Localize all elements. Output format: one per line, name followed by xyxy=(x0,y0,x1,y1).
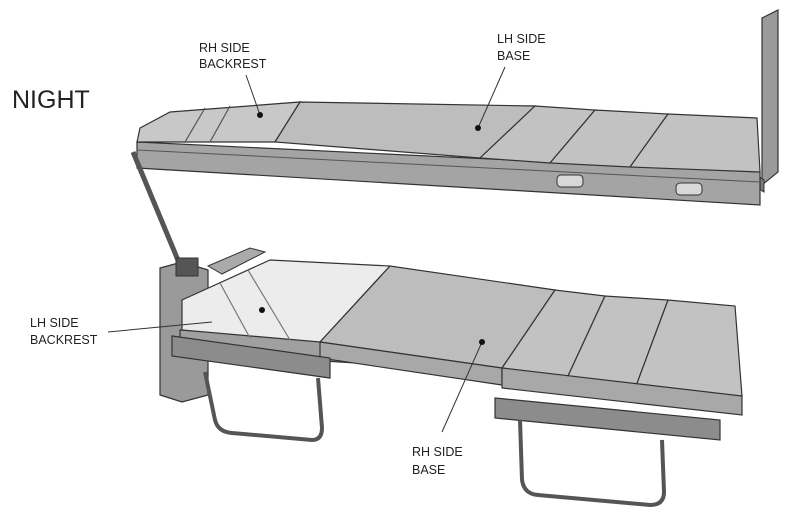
label-lh-side-base: LH SIDE BASE xyxy=(497,32,549,63)
title-night: NIGHT xyxy=(12,86,90,114)
upper-wall-bracket xyxy=(761,9,779,187)
lower-slide-rail-left xyxy=(171,335,331,379)
lower-bunk xyxy=(159,247,743,508)
upper-cushions xyxy=(136,101,761,173)
lower-leg-right xyxy=(518,419,667,508)
upper-backrest-cushion xyxy=(136,101,302,143)
lower-slide-rail-right xyxy=(494,397,721,441)
lower-leg-left xyxy=(203,371,325,443)
upper-handle-2 xyxy=(675,182,703,196)
upper-bunk xyxy=(130,9,779,266)
label-lh-side-backrest: LH SIDE BACKREST xyxy=(30,316,98,347)
label-rh-side-base: RH SIDE BASE xyxy=(412,445,466,477)
upper-support-pole xyxy=(130,151,183,266)
label-rh-side-backrest: RH SIDE BACKREST xyxy=(199,41,267,71)
leader-dots xyxy=(257,112,485,345)
leader-lines xyxy=(107,66,506,433)
upper-handle-1 xyxy=(556,174,584,188)
